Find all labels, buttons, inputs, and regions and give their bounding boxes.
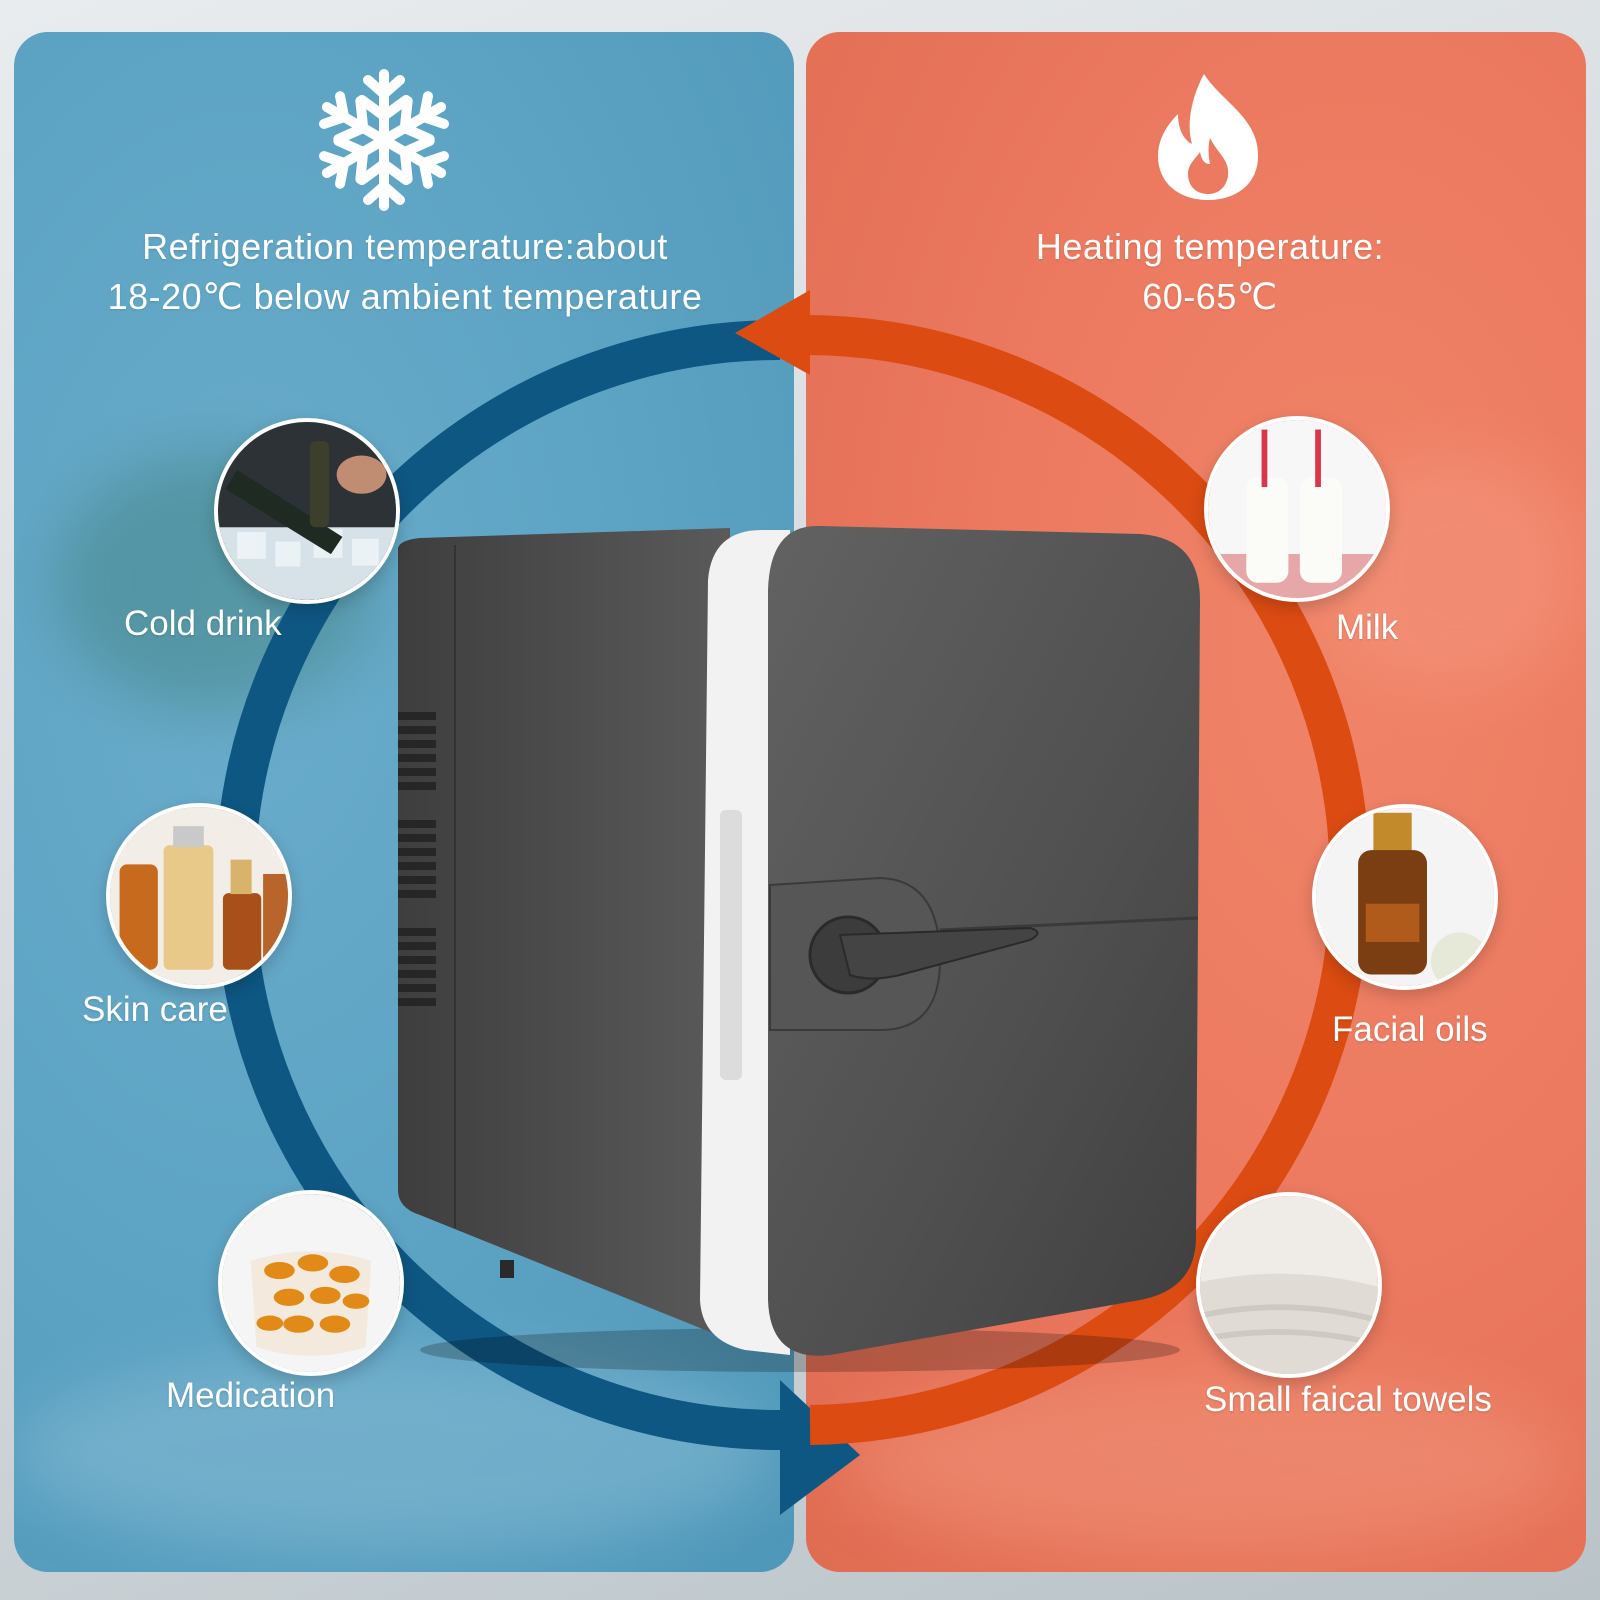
flame-icon: [1152, 72, 1264, 202]
hot-heading: Heating temperature: 60-65℃: [820, 222, 1600, 322]
milk-photo: [1204, 416, 1390, 602]
medication-photo: [218, 1190, 404, 1376]
cold-arrowhead: [780, 1380, 860, 1515]
item-label-facial-oils: Facial oils: [1332, 1010, 1488, 1049]
hot-heading-line2: 60-65℃: [1142, 276, 1278, 317]
hot-heading-line1: Heating temperature:: [1035, 226, 1385, 267]
item-label-small-towels: Small faical towels: [1204, 1380, 1492, 1419]
cold-heading-line2: 18-20℃ below ambient temperature: [107, 276, 703, 317]
hot-arrowhead: [735, 290, 810, 375]
cold-drink-photo: [214, 418, 400, 604]
cold-heading: Refrigeration temperature:about 18-20℃ b…: [20, 222, 790, 322]
facial-oil-photo: [1312, 804, 1498, 990]
fridge-side: [398, 528, 730, 1340]
vent-grille: [398, 712, 436, 1006]
item-label-milk: Milk: [1336, 608, 1399, 647]
snowflake-icon: [310, 66, 458, 214]
door-handle: [838, 926, 1039, 980]
item-label-medication: Medication: [166, 1376, 336, 1415]
item-label-cold-drink: Cold drink: [124, 604, 282, 643]
towel-photo: [1196, 1192, 1382, 1378]
item-label-skin-care: Skin care: [82, 990, 228, 1029]
fridge-trim: [700, 530, 790, 1355]
cold-heading-line1: Refrigeration temperature:about: [142, 226, 668, 267]
skin-care-photo: [106, 803, 292, 989]
background-blur: [14, 1352, 774, 1552]
